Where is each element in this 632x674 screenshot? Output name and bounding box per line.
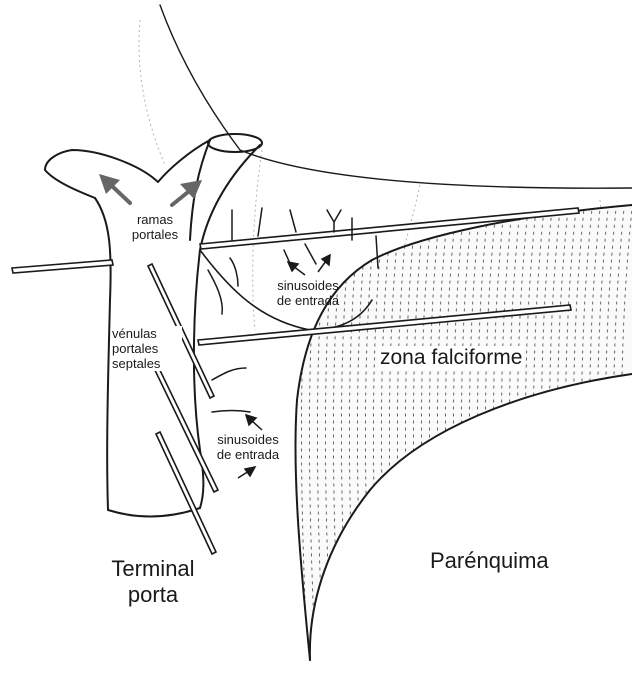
sinusoides-top-line1: sinusoides bbox=[266, 278, 350, 293]
label-sinusoides-top: sinusoides de entrada bbox=[266, 278, 350, 308]
sinusoides-bottom-line1: sinusoides bbox=[206, 432, 290, 447]
arrow-left-branch bbox=[99, 174, 130, 203]
falciform-zone bbox=[277, 190, 632, 670]
upper-fold-outline bbox=[160, 5, 632, 188]
sinusoides-bottom-line2: de entrada bbox=[206, 447, 290, 462]
label-venulas-septales: vénulas portales septales bbox=[112, 326, 182, 371]
venulas-line3: septales bbox=[112, 356, 182, 371]
label-parenquima: Parénquima bbox=[430, 548, 549, 574]
venule-diagonal-2 bbox=[151, 360, 218, 492]
label-terminal-porta: Terminal porta bbox=[88, 556, 218, 608]
portal-branch-arrows bbox=[99, 174, 202, 205]
arrow-right-branch bbox=[172, 180, 202, 205]
venulas-line2: portales bbox=[112, 341, 182, 356]
venulas-line1: vénulas bbox=[112, 326, 182, 341]
venule-horizontal-left bbox=[12, 260, 113, 273]
terminal-line: Terminal bbox=[88, 556, 218, 582]
ramas-line: ramas bbox=[124, 212, 186, 227]
label-ramas-portales: ramas portales bbox=[124, 212, 186, 242]
label-sinusoides-bottom: sinusoides de entrada bbox=[206, 432, 290, 462]
label-zona-falciforme: zona falciforme bbox=[378, 346, 524, 370]
portales-line: portales bbox=[124, 227, 186, 242]
sinusoides-top-line2: de entrada bbox=[266, 293, 350, 308]
falciform-zone-region bbox=[295, 205, 632, 660]
porta-line: porta bbox=[88, 582, 218, 608]
